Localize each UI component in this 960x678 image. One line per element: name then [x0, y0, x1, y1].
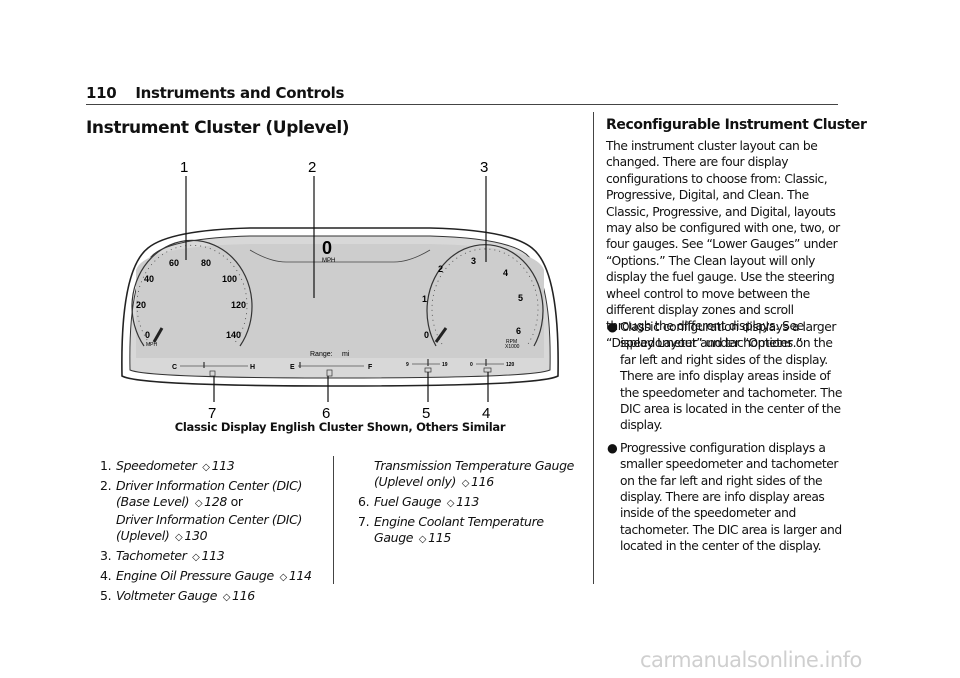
coolant-icon: [209, 370, 216, 377]
fuel-icon: [326, 369, 333, 377]
ref-icon: ◇: [192, 552, 200, 563]
speedo-unit: MPH: [146, 342, 158, 348]
callout-3: 3: [480, 159, 488, 176]
volt-high: 19: [442, 362, 448, 368]
volt-low: 9: [406, 362, 409, 368]
list-item: 5.Voltmeter Gauge ◇116: [100, 588, 255, 603]
bullet-item: ● Classic configuration displays a large…: [607, 320, 842, 433]
ref-icon: ◇: [175, 532, 183, 543]
tach-tick: 6: [516, 326, 521, 336]
range-label: Range:: [310, 351, 333, 358]
speedo-tick: 0: [145, 330, 150, 340]
center-unit: MPH: [322, 258, 335, 264]
page-title: Instrument Cluster (Uplevel): [86, 118, 350, 138]
speedo-tick: 100: [222, 274, 237, 284]
coolant-high: H: [250, 364, 255, 371]
speedo-tick: 20: [136, 300, 146, 310]
coolant-low: C: [172, 364, 177, 371]
legend-list-left: 1.Speedometer ◇113 2.Driver Information …: [94, 458, 330, 608]
page-ref[interactable]: 130: [184, 528, 208, 543]
ref-icon: ◇: [461, 478, 470, 489]
tach-tick: 5: [518, 293, 523, 303]
list-item: 6.Fuel Gauge ◇113: [358, 494, 479, 509]
tachometer-gauge: 0 1 2 3 4 5 6 RPM X1000: [422, 244, 544, 350]
list-item: 1.Speedometer ◇113: [100, 458, 235, 473]
bullet-item: ● Progressive configuration displays a s…: [607, 440, 842, 554]
page-ref[interactable]: 116: [232, 588, 255, 603]
page-ref[interactable]: 113: [211, 458, 235, 473]
legend-list-right: Transmission Temperature Gauge (Uplevel …: [352, 458, 582, 550]
callout-6: 6: [322, 405, 330, 422]
ref-icon: ◇: [446, 498, 455, 509]
tach-unit: RPM: [506, 339, 517, 345]
tach-tick: 2: [438, 264, 443, 274]
header-rule: [86, 104, 838, 105]
ref-icon: ◇: [279, 572, 287, 583]
ref-icon: ◇: [194, 498, 203, 509]
center-speed: 0: [322, 238, 332, 258]
page-column-divider: [593, 112, 594, 584]
ref-icon: ◇: [202, 462, 210, 473]
list-item: 4.Engine Oil Pressure Gauge ◇114: [100, 568, 312, 583]
callout-lines: [185, 176, 489, 402]
page-number: 110: [86, 84, 117, 102]
speedo-tick: 60: [169, 258, 179, 268]
watermark: carmanualsonline.info: [640, 648, 862, 672]
callout-5: 5: [422, 405, 430, 422]
ref-icon: ◇: [222, 592, 231, 603]
callout-4: 4: [482, 405, 490, 422]
page-ref[interactable]: 114: [288, 568, 312, 583]
page-ref[interactable]: 116: [471, 474, 494, 489]
page-ref[interactable]: 113: [456, 494, 479, 509]
bullet-list: ● Classic configuration displays a large…: [606, 319, 842, 561]
list-item: 7.Engine Coolant Temperature Gauge ◇115: [358, 514, 544, 545]
fuel-empty: E: [290, 364, 295, 371]
instrument-cluster-figure: 0 20 40 60 80 100 120 140 MPH 0 MPH Rang…: [100, 150, 580, 430]
bullet-icon: ●: [607, 440, 618, 455]
section-title: Instruments and Controls: [135, 84, 345, 102]
callout-7: 7: [208, 405, 216, 422]
fuel-full: F: [368, 364, 373, 371]
callout-1: 1: [180, 159, 188, 176]
speedo-tick: 140: [226, 330, 241, 340]
section-paragraph: The instrument cluster layout can be cha…: [606, 139, 840, 350]
ref-icon: ◇: [418, 534, 427, 545]
bullet-icon: ●: [607, 320, 618, 334]
speedo-tick: 120: [231, 300, 246, 310]
speedo-tick: 80: [201, 258, 211, 268]
section-heading: Reconfigurable Instrument Cluster: [606, 117, 867, 133]
list-item: Transmission Temperature Gauge (Uplevel …: [374, 458, 574, 489]
oil-high: 120: [506, 362, 515, 368]
tach-tick: 0: [424, 330, 429, 340]
page-ref[interactable]: 113: [201, 548, 225, 563]
oil-low: 0: [470, 362, 473, 368]
speedo-tick: 40: [144, 274, 154, 284]
dic-center: 0 MPH Range: mi: [249, 238, 431, 358]
page-ref[interactable]: 128: [204, 494, 227, 509]
callout-2: 2: [308, 159, 316, 176]
speedometer-gauge: 0 20 40 60 80 100 120 140 MPH: [131, 239, 253, 348]
tach-tick: 1: [422, 294, 427, 304]
figure-caption: Classic Display English Cluster Shown, O…: [174, 420, 506, 434]
tach-tick: 4: [503, 268, 508, 278]
range-unit: mi: [342, 351, 350, 358]
list-item: 2.Driver Information Center (DIC) (Base …: [100, 478, 302, 543]
tach-tick: 3: [471, 256, 476, 266]
tach-multiplier: X1000: [505, 344, 520, 350]
lower-gauges: C H E F 9 19 0 120: [172, 359, 515, 377]
column-divider: [333, 456, 334, 584]
page-header: 110 Instruments and Controls: [86, 84, 344, 102]
page-ref[interactable]: 115: [428, 530, 451, 545]
list-item: 3.Tachometer ◇113: [100, 548, 225, 563]
